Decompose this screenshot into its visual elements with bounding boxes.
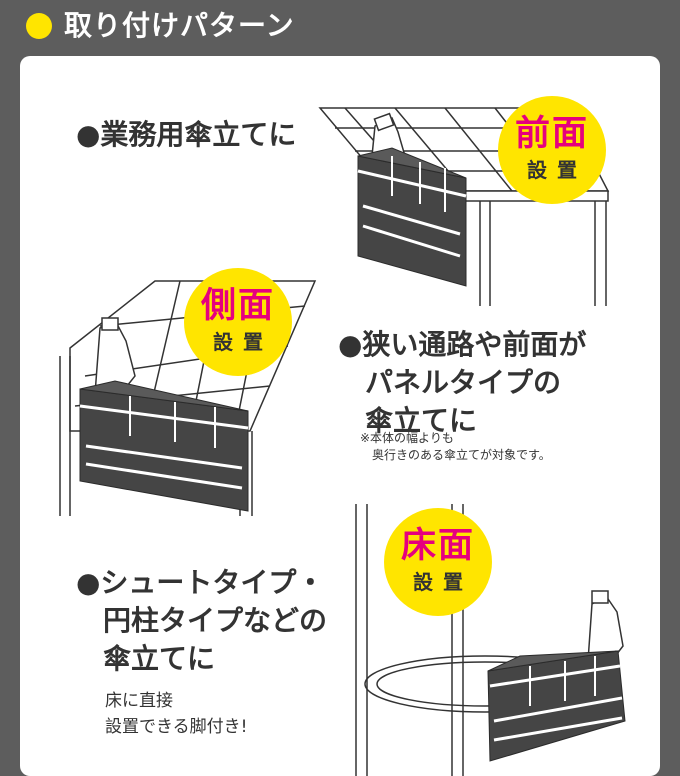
side-mount-heading: ●狭い通路や前面が パネルタイプの 傘立てに — [338, 328, 587, 437]
side-mount-basket — [79, 380, 249, 512]
front-mount-badge: 前面 設置 — [498, 96, 606, 204]
side-mount-note: ※本体の幅よりも 奥行きのある傘立てが対象です。 — [360, 431, 551, 462]
badge-main: 床面 — [400, 526, 475, 566]
badge-main: 前面 — [514, 114, 589, 154]
floor-mount-subtext: 床に直接 設置できる脚付き! — [105, 691, 248, 737]
badge-main: 側面 — [200, 286, 275, 326]
content-panel: ●業務用傘立てに 前面 設置 側面 設置 ●狭い通路や前面が パネルタイプの 傘… — [20, 56, 660, 776]
badge-sub: 設置 — [213, 330, 273, 354]
front-mount-basket — [357, 147, 467, 287]
page-header: 取り付けパターン — [0, 0, 680, 56]
page-title: 取り付けパターン — [64, 9, 295, 42]
side-mount-badge: 側面 設置 — [184, 268, 292, 376]
front-mount-heading: ●業務用傘立てに — [76, 118, 297, 151]
yellow-bullet-icon — [26, 13, 52, 39]
badge-sub: 設置 — [413, 570, 473, 594]
floor-mount-badge: 床面 設置 — [384, 508, 492, 616]
floor-mount-basket — [487, 650, 626, 762]
floor-mount-heading: ●シュートタイプ・ 円柱タイプなどの 傘立てに — [76, 566, 328, 675]
badge-sub: 設置 — [527, 158, 587, 182]
